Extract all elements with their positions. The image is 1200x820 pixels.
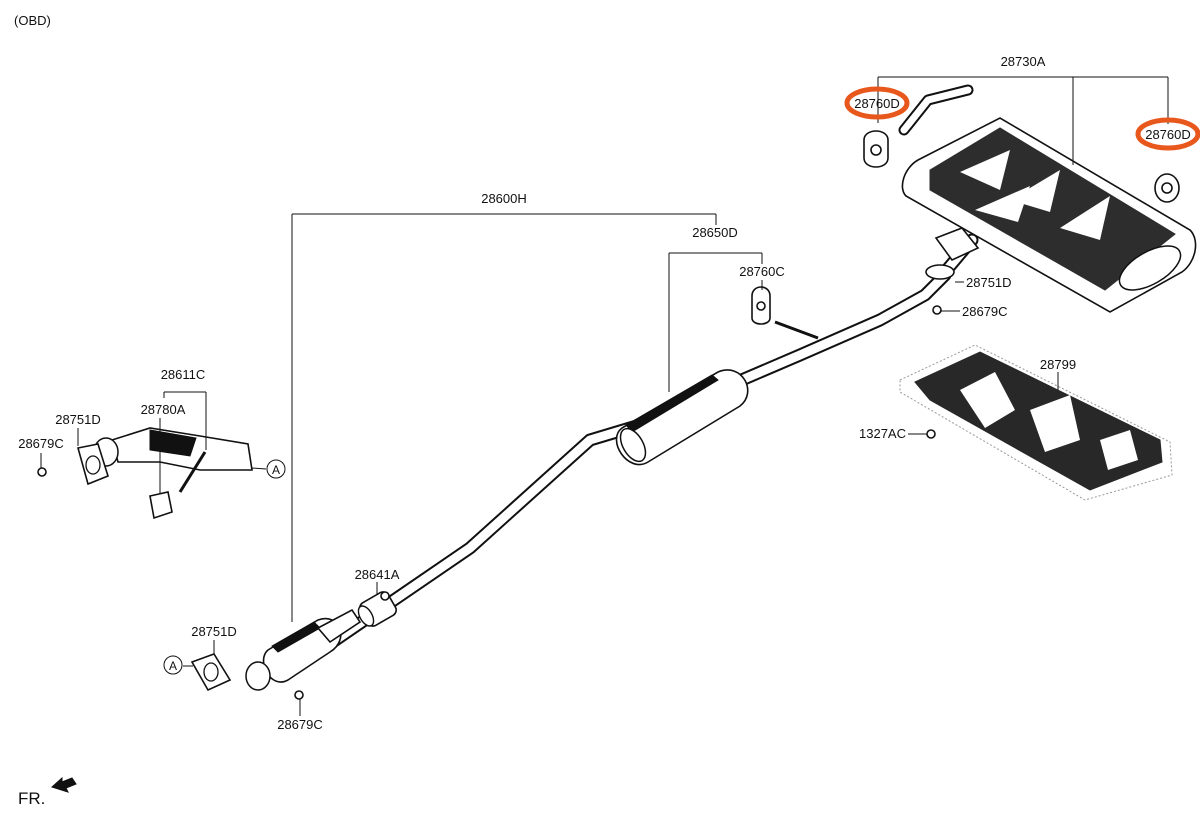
label-heat-protector[interactable]: 28799 <box>1040 357 1076 372</box>
connector-a-lower-label: A <box>169 659 177 673</box>
clamp-part <box>357 591 397 627</box>
highlight-hanger-left <box>844 86 910 120</box>
label-front-gasket[interactable]: 28751D <box>191 624 237 639</box>
label-center-pipe[interactable]: 28600H <box>481 191 527 206</box>
rear-gasket-part <box>925 264 955 315</box>
hanger-right-part <box>1154 173 1180 203</box>
leader-lines <box>40 76 1169 716</box>
connector-a-lower[interactable]: A <box>163 655 183 675</box>
label-front-hanger[interactable]: 28780A <box>141 402 186 417</box>
hanger-center-part <box>751 286 819 340</box>
label-front-pipe[interactable]: 28611C <box>161 367 206 382</box>
highlight-hanger-right <box>1135 117 1200 151</box>
label-front-gasket-upper[interactable]: 28751D <box>55 412 101 427</box>
label-bolt-protector[interactable]: 1327AC <box>859 426 906 441</box>
arrow-icon <box>51 776 77 793</box>
label-front-nut[interactable]: 28679C <box>277 717 323 732</box>
label-rear-muffler[interactable]: 28730A <box>1001 54 1046 69</box>
catalytic-converter <box>245 608 362 691</box>
label-hanger-left[interactable]: 28760D <box>854 96 900 111</box>
label-clamp[interactable]: 28641A <box>355 567 400 582</box>
heat-protector <box>899 344 1173 501</box>
label-gasket-rear[interactable]: 28751D <box>966 275 1012 290</box>
front-pipe-assembly <box>37 427 253 520</box>
hanger-left-part <box>863 130 889 168</box>
center-muffler <box>615 369 749 466</box>
rear-muffler <box>898 84 1197 313</box>
connector-a-upper[interactable]: A <box>266 459 286 479</box>
connector-a-upper-label: A <box>272 463 280 477</box>
front-gasket-part <box>190 653 304 700</box>
label-front-nut-upper[interactable]: 28679C <box>18 436 64 451</box>
label-nut-rear[interactable]: 28679C <box>962 304 1008 319</box>
front-direction-label: FR. <box>18 789 45 808</box>
obd-note: (OBD) <box>14 13 51 28</box>
label-hanger-center[interactable]: 28760C <box>739 264 785 279</box>
label-center-muffler[interactable]: 28650D <box>692 225 738 240</box>
front-direction-indicator: FR. <box>18 776 77 808</box>
label-hanger-right[interactable]: 28760D <box>1145 127 1191 142</box>
